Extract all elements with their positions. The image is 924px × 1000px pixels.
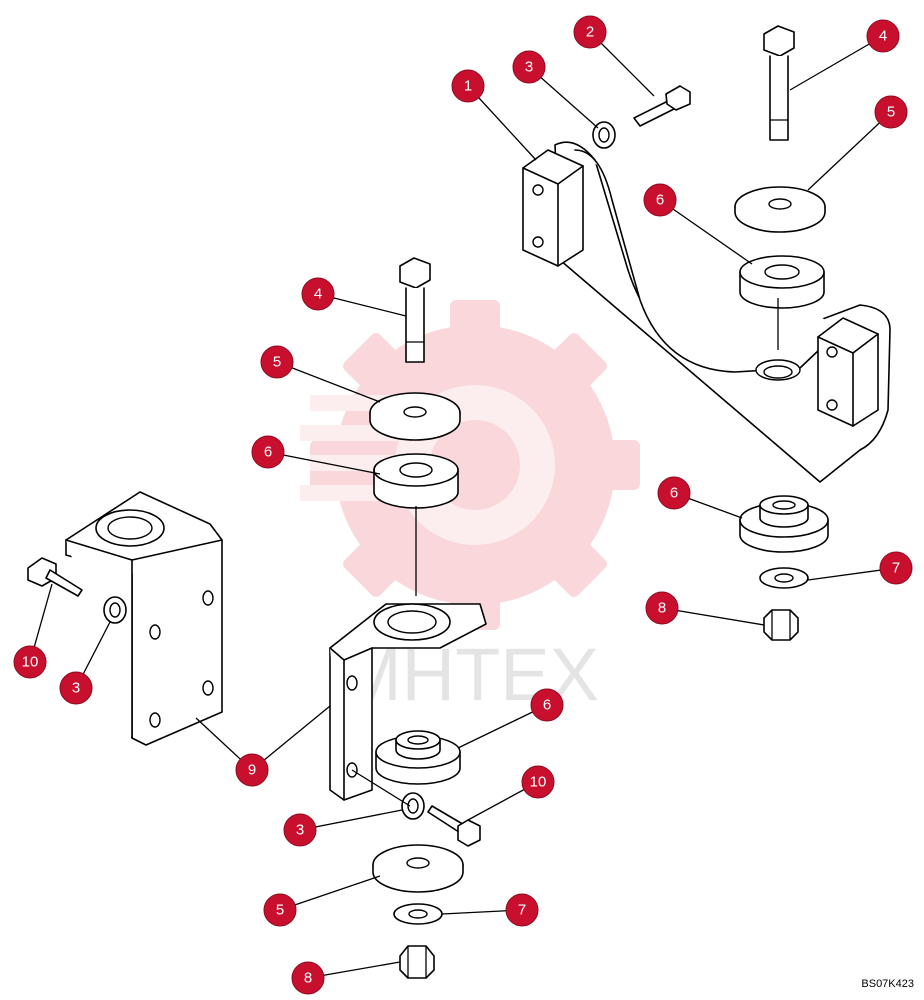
svg-text:6: 6 bbox=[670, 485, 678, 502]
callout-balloon: 5 bbox=[260, 345, 294, 379]
callout-balloon: 10 bbox=[13, 645, 47, 679]
watermark-gear-logo bbox=[300, 300, 640, 630]
callout-balloon: 6 bbox=[251, 435, 285, 469]
callout-balloon: 2 bbox=[573, 15, 607, 49]
svg-text:3: 3 bbox=[296, 822, 304, 839]
callout-balloon: 4 bbox=[866, 19, 900, 53]
callout-balloon: 6 bbox=[657, 476, 691, 510]
callout-balloon: 3 bbox=[59, 671, 93, 705]
svg-text:3: 3 bbox=[525, 59, 533, 76]
part-small-washer-right bbox=[759, 567, 809, 589]
part-long-bolt-center bbox=[399, 257, 431, 363]
drawing-reference-code: BS07K423 bbox=[861, 978, 914, 990]
part-bolt-small-upper bbox=[633, 85, 691, 127]
svg-text:6: 6 bbox=[264, 444, 272, 461]
callout-balloon: 8 bbox=[645, 591, 679, 625]
part-engine-mount-bracket bbox=[522, 141, 891, 483]
callout-balloon: 7 bbox=[505, 893, 539, 927]
callout-balloon: 10 bbox=[521, 765, 555, 799]
part-rubber-mount-upper bbox=[739, 255, 825, 309]
svg-text:3: 3 bbox=[72, 680, 80, 697]
callout-balloon: 9 bbox=[235, 753, 269, 787]
part-bolt-lower bbox=[427, 805, 481, 847]
part-small-washer-lower bbox=[393, 903, 443, 925]
svg-text:5: 5 bbox=[273, 354, 281, 371]
callout-balloon: 5 bbox=[263, 893, 297, 927]
svg-text:4: 4 bbox=[879, 28, 887, 45]
callout-balloon: 8 bbox=[291, 961, 325, 995]
part-lock-washer-lower bbox=[401, 792, 425, 820]
svg-text:8: 8 bbox=[658, 600, 666, 617]
svg-text:8: 8 bbox=[304, 970, 312, 987]
svg-text:7: 7 bbox=[892, 560, 900, 577]
callout-balloon: 6 bbox=[643, 183, 677, 217]
callout-balloon: 4 bbox=[301, 277, 335, 311]
callout-balloon: 7 bbox=[879, 551, 913, 585]
callout-balloon: 5 bbox=[874, 95, 908, 129]
part-long-bolt-upper bbox=[763, 25, 795, 141]
svg-text:5: 5 bbox=[276, 902, 284, 919]
part-rubber-mount-center bbox=[373, 453, 459, 509]
part-hex-nut-right bbox=[763, 609, 799, 641]
part-l-bracket-center bbox=[329, 603, 487, 801]
part-flat-washer-upper bbox=[734, 186, 826, 233]
svg-text:1: 1 bbox=[464, 78, 472, 95]
part-l-bracket-left bbox=[65, 491, 223, 746]
callout-balloon: 3 bbox=[283, 813, 317, 847]
svg-text:10: 10 bbox=[22, 654, 39, 671]
part-flat-washer-lower bbox=[372, 844, 464, 893]
callout-balloon: 3 bbox=[512, 50, 546, 84]
callout-balloons: 1 2 3 4 5 6 6 7 8 4 5 6 10 3 9 6 10 3 5 … bbox=[13, 15, 913, 995]
svg-text:2: 2 bbox=[586, 24, 594, 41]
svg-text:6: 6 bbox=[656, 192, 664, 209]
callout-balloon: 1 bbox=[451, 69, 485, 103]
callout-balloon: 6 bbox=[530, 688, 564, 722]
leader-lines bbox=[29, 31, 897, 979]
svg-text:7: 7 bbox=[518, 902, 526, 919]
part-flat-washer-center bbox=[369, 392, 461, 441]
part-hex-nut-lower bbox=[399, 945, 435, 979]
svg-text:4: 4 bbox=[314, 286, 322, 303]
svg-text:6: 6 bbox=[543, 697, 551, 714]
svg-text:10: 10 bbox=[530, 774, 547, 791]
svg-text:5: 5 bbox=[887, 104, 895, 121]
part-rubber-mount-lower-center bbox=[375, 730, 461, 785]
part-lock-washer-upper bbox=[592, 121, 616, 149]
part-bolt-left bbox=[27, 557, 83, 597]
part-lock-washer-left bbox=[103, 596, 127, 624]
part-rubber-mount-lower-right bbox=[739, 495, 829, 553]
svg-text:9: 9 bbox=[248, 762, 256, 779]
